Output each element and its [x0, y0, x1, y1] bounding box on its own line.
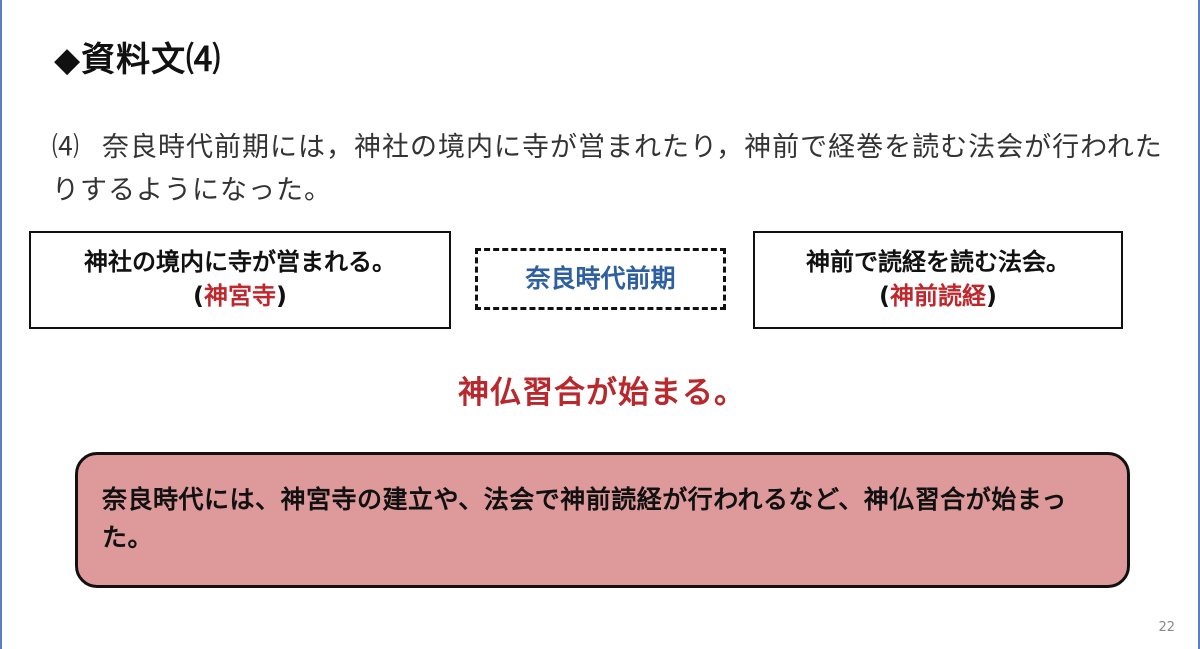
left-close-paren: ) [276, 282, 287, 310]
right-fact-box: 神前で読経を読む法会。 (神前読経) [753, 231, 1123, 329]
left-fact-term: 神宮寺 [204, 282, 276, 310]
summary-box: 奈良時代には、神宮寺の建立や、法会で神前読経が行われるなど、神仏習合が始まった。 [75, 452, 1130, 588]
left-open-paren: ( [193, 282, 204, 310]
right-fact-term: 神前読経 [890, 282, 986, 310]
right-fact-term-line: (神前読経) [755, 279, 1121, 313]
source-sentence: 奈良時代前期には，神社の境内に寺が営まれたり，神前で経巻を読む法会が行われたりす… [52, 132, 1163, 206]
conclusion-text: 神仏習合が始まる。 [458, 375, 746, 411]
right-open-paren: ( [879, 282, 890, 310]
period-box: 奈良時代前期 [475, 248, 726, 310]
left-fact-text: 神社の境内に寺が営まれる。 [84, 248, 396, 276]
period-label: 奈良時代前期 [525, 264, 676, 293]
right-fact-text: 神前で読経を読む法会。 [806, 248, 1070, 276]
left-fact-term-line: (神宮寺) [31, 279, 449, 313]
right-close-paren: ) [986, 282, 997, 310]
source-text: ⑷奈良時代前期には，神社の境内に寺が営まれたり，神前で経巻を読む法会が行われたり… [52, 126, 1172, 212]
page-number: 22 [1158, 620, 1175, 635]
slide-title: ◆資料文⑷ [54, 40, 222, 80]
left-fact-box: 神社の境内に寺が営まれる。 (神宮寺) [29, 231, 451, 329]
source-number: ⑷ [52, 132, 80, 163]
summary-text: 奈良時代には、神宮寺の建立や、法会で神前読経が行われるなど、神仏習合が始まった。 [102, 485, 1067, 552]
